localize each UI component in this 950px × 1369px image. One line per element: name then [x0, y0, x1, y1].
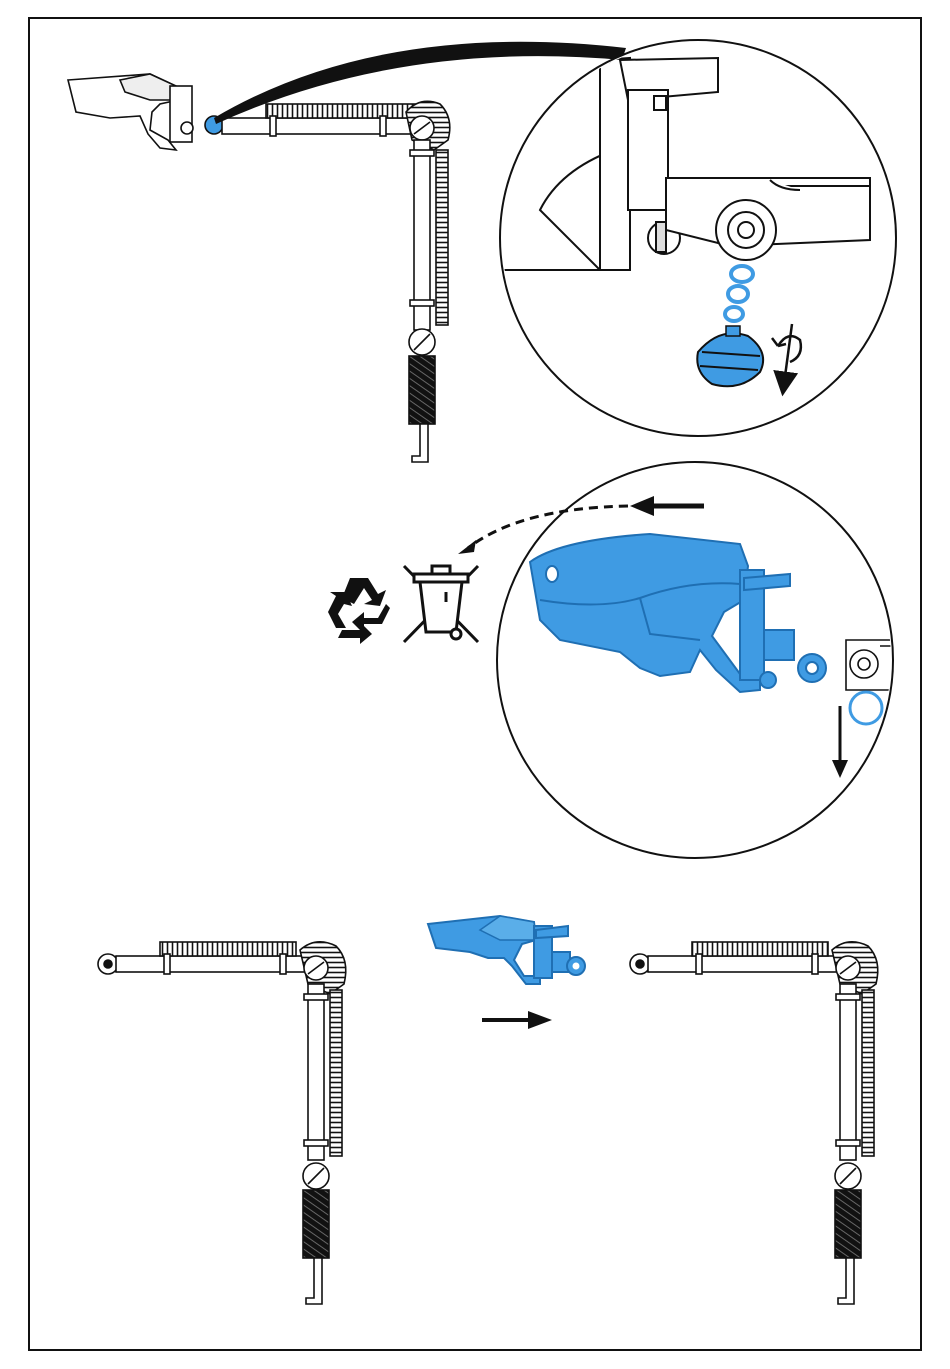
step3-arm-target [630, 942, 878, 1304]
arrow-right-icon [482, 1011, 552, 1029]
step1-arm-assembly [68, 74, 450, 462]
step3-arm-without-head [98, 942, 346, 1304]
o-ring-icon [725, 307, 743, 321]
weee-crossed-bin-icon [404, 566, 478, 642]
o-ring-icon [731, 266, 753, 282]
zoom-circle-head-removal [497, 462, 900, 858]
new-head-unit [428, 916, 585, 984]
o-ring-icon [728, 286, 748, 302]
recycle-icon [328, 578, 390, 644]
zoom-circle-knob-removal [500, 40, 896, 436]
